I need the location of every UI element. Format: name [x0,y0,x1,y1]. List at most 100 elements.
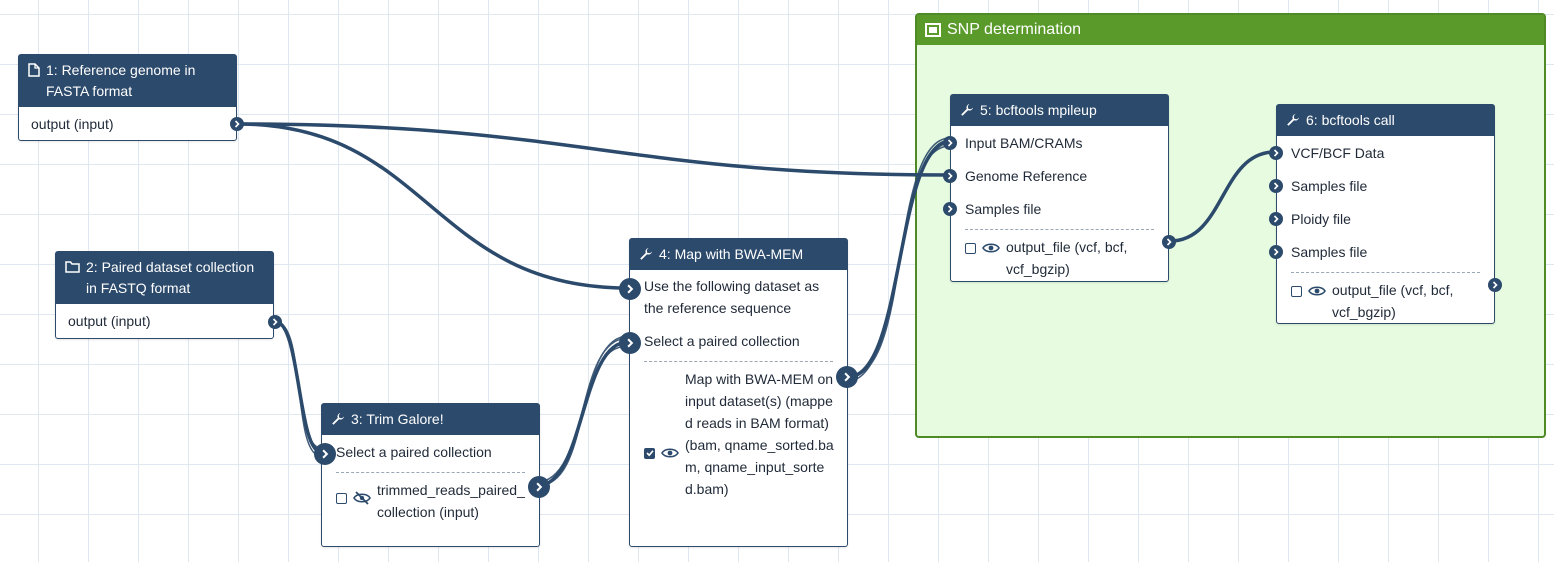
chevron-right-icon [536,482,543,492]
workflow-node-map-bwa-mem[interactable]: 4: Map with BWA-MEM Use the following da… [619,238,858,547]
node-input-row: VCF/BCF Data [1277,136,1494,169]
input-label: Samples file [965,200,1042,217]
workflow-node-reference-genome[interactable]: 1: Reference genome in FASTA format outp… [18,54,244,141]
wire-n1-to-n4 [236,122,630,290]
chevron-right-icon [1273,149,1279,157]
workflow-node-bcftools-mpileup[interactable]: 5: bcftools mpileup Input BAM/CRAMs Geno… [943,94,1176,282]
chevron-right-icon [1166,238,1172,246]
output-terminal[interactable] [528,476,550,498]
input-label: VCF/BCF Data [1291,144,1385,161]
node-input-row: Input BAM/CRAMs [951,126,1168,159]
output-label: output (input) [31,115,114,132]
wrench-icon [640,248,652,260]
input-terminal[interactable] [619,278,641,300]
input-label: Use the following dataset as the referen… [644,278,820,316]
folder-icon [65,261,80,273]
node-input-row: Ploidy file [1277,202,1494,235]
input-label: Samples file [1291,243,1368,260]
input-terminal[interactable] [314,443,336,465]
output-terminal[interactable] [836,366,858,388]
chevron-right-icon [1273,215,1279,223]
node-output-row: Map with BWA-MEM on input dataset(s) (ma… [630,368,847,506]
input-terminal[interactable] [1269,245,1283,259]
node-input-row: Genome Reference [951,159,1168,192]
divider [336,472,525,473]
node-input-row: Select a paired collection [322,435,539,468]
input-label: Select a paired collection [336,443,492,460]
frame-icon [925,23,941,37]
chevron-right-icon [947,139,953,147]
chevron-right-icon [1492,281,1498,289]
input-terminal[interactable] [943,136,957,150]
node-header[interactable]: 2: Paired dataset collection in FASTQ fo… [56,252,273,304]
output-label: output (input) [68,312,151,329]
workflow-node-trim-galore[interactable]: 3: Trim Galore! Select a paired collecti… [314,403,550,547]
node-header[interactable]: 6: bcftools call [1277,105,1494,136]
node-header[interactable]: 3: Trim Galore! [322,404,539,435]
wire-n1-to-n5 [236,122,952,177]
chevron-right-icon [234,120,240,128]
wrench-icon [961,104,973,116]
input-label: Input BAM/CRAMs [965,134,1083,151]
node-title: 2: Paired dataset collection in FASTQ fo… [86,259,255,296]
file-icon [28,63,40,77]
chevron-right-icon [1273,182,1279,190]
output-terminal[interactable] [230,117,244,131]
input-terminal[interactable] [943,202,957,216]
input-terminal[interactable] [1269,212,1283,226]
node-input-row: Use the following dataset as the referen… [630,270,847,324]
input-terminal[interactable] [1269,146,1283,160]
frame-title: SNP determination [947,21,1081,38]
output-checkbox[interactable] [644,447,655,459]
divider [1291,272,1480,273]
chevron-right-icon [627,284,634,294]
node-title: 6: bcftools call [1306,112,1395,128]
output-label: output_file (vcf, bcf, vcf_bgzip) [1332,282,1454,320]
divider [644,361,833,362]
divider [965,229,1154,230]
input-label: Ploidy file [1291,210,1351,227]
workflow-node-bcftools-call[interactable]: 6: bcftools call VCF/BCF Data Samples fi… [1269,104,1502,324]
node-output-row: output (input) [56,304,273,337]
wire-n2-to-n3 [274,320,323,454]
wrench-icon [1287,114,1299,126]
node-title: 3: Trim Galore! [351,411,444,427]
input-terminal[interactable] [1269,179,1283,193]
output-checkbox[interactable] [1291,285,1302,297]
node-input-row: Samples file [1277,235,1494,268]
input-label: Select a paired collection [644,332,800,349]
chevron-right-icon [627,338,634,348]
frame-header[interactable]: SNP determination [917,15,1544,45]
input-label: Samples file [1291,177,1368,194]
output-checkbox[interactable] [965,242,976,254]
chevron-right-icon [322,449,329,459]
wire-n3-to-n4 [535,340,630,488]
eye-slash-icon[interactable] [353,491,371,505]
input-label: Genome Reference [965,167,1088,184]
node-output-row: trimmed_reads_paired_collection (input) [322,479,539,529]
node-output-row: output (input) [19,107,236,140]
node-output-row: output_file (vcf, bcf, vcf_bgzip) [951,236,1168,286]
input-terminal[interactable] [619,332,641,354]
output-terminal[interactable] [1488,278,1502,292]
node-output-row: output_file (vcf, bcf, vcf_bgzip) [1277,279,1494,329]
eye-icon[interactable] [661,446,679,460]
eye-icon[interactable] [982,241,1000,255]
node-input-row: Samples file [1277,169,1494,202]
node-header[interactable]: 4: Map with BWA-MEM [630,239,847,270]
workflow-node-paired-collection[interactable]: 2: Paired dataset collection in FASTQ fo… [55,251,282,339]
input-terminal[interactable] [943,169,957,183]
node-title: 1: Reference genome in FASTA format [46,62,196,99]
node-title: 5: bcftools mpileup [980,102,1097,118]
node-header[interactable]: 1: Reference genome in FASTA format [19,55,236,107]
eye-icon[interactable] [1308,284,1326,298]
output-checkbox[interactable] [336,492,347,504]
output-label: trimmed_reads_paired_collection (input) [377,482,525,520]
output-terminal[interactable] [268,315,282,329]
node-header[interactable]: 5: bcftools mpileup [951,95,1168,126]
chevron-right-icon [1273,248,1279,256]
output-terminal[interactable] [1162,235,1176,249]
chevron-right-icon [947,172,953,180]
output-label: output_file (vcf, bcf, vcf_bgzip) [1006,239,1128,277]
output-label: Map with BWA-MEM on input dataset(s) (ma… [685,371,834,497]
